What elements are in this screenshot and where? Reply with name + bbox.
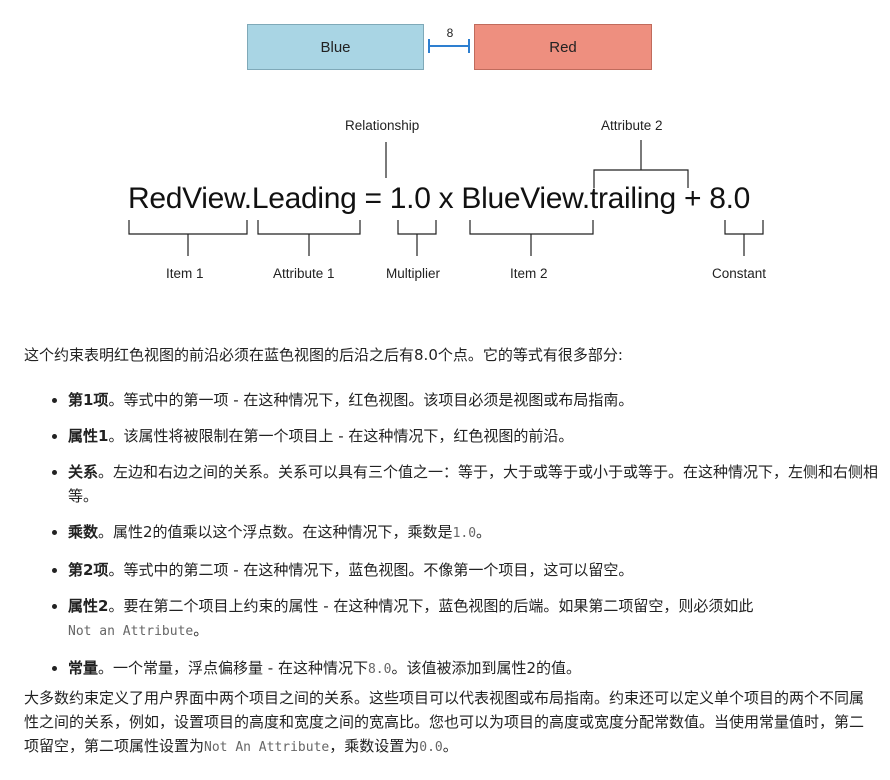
list-item-text: 。等式中的第二项 - 在这种情况下，蓝色视图。不像第一个项目，这可以留空。: [108, 561, 634, 579]
attribute1-label: Attribute 1: [273, 266, 335, 281]
inline-code: Not An Attribute: [204, 740, 330, 755]
red-view-label: Red: [549, 38, 577, 56]
list-item: 属性2。要在第二个项目上约束的属性 - 在这种情况下，蓝色视图的后端。如果第二项…: [24, 594, 880, 644]
inline-code: 1.0: [452, 526, 477, 541]
list-item-text: 。一个常量，浮点偏移量 - 在这种情况下: [98, 659, 368, 677]
intro-paragraph: 这个约束表明红色视图的前沿必须在蓝色视图的后沿之后有8.0个点。它的等式有很多部…: [24, 346, 623, 364]
eq-plus: +: [675, 182, 710, 215]
constant-label: Constant: [712, 266, 767, 281]
equation-parts-list: 第1项。等式中的第一项 - 在这种情况下，红色视图。该项目必须是视图或布局指南。…: [24, 388, 880, 694]
list-item: 第2项。等式中的第二项 - 在这种情况下，蓝色视图。不像第一个项目，这可以留空。: [24, 558, 880, 582]
inline-code: Not an Attribute: [68, 624, 194, 639]
list-item-text: 。左边和右边之间的关系。关系可以具有三个值之一：等于，大于或等于或小于或等于。在…: [68, 463, 879, 505]
eq-attr2: trailing: [589, 182, 676, 215]
list-item: 常量。一个常量，浮点偏移量 - 在这种情况下8.0。该值被添加到属性2的值。: [24, 656, 880, 682]
list-item-text: 。该属性将被限制在第一个项目上 - 在这种情况下，红色视图的前沿。: [108, 427, 574, 445]
equation-text: RedView.Leading = 1.0 x BlueView.trailin…: [128, 182, 750, 216]
eq-dot2: .: [581, 182, 590, 215]
multiplier-label: Multiplier: [386, 266, 441, 281]
list-item-tail: 。: [476, 523, 492, 541]
list-item-tail: 。: [193, 621, 209, 639]
spacing-cap-left: [428, 39, 430, 53]
blue-view-box: Blue: [247, 24, 424, 70]
list-item-term: 第1项: [68, 391, 109, 409]
list-item-term: 第2项: [68, 561, 109, 579]
list-item: 第1项。等式中的第一项 - 在这种情况下，红色视图。该项目必须是视图或布局指南。: [24, 388, 880, 412]
list-item-term: 常量: [68, 659, 99, 677]
outro-paragraph: 大多数约束定义了用户界面中两个项目之间的关系。这些项目可以代表视图或布局指南。约…: [24, 686, 874, 760]
item1-label: Item 1: [166, 266, 204, 281]
eq-times: x: [430, 182, 462, 215]
spacing-line: [429, 45, 469, 47]
outro-text: 大多数约束定义了用户界面中两个项目之间的关系。这些项目可以代表视图或布局指南。约…: [24, 689, 865, 755]
list-item-term: 属性1: [68, 427, 109, 445]
list-item: 乘数。属性2的值乘以这个浮点数。在这种情况下，乘数是1.0。: [24, 520, 880, 546]
eq-dot1: .: [243, 182, 252, 215]
attribute1-bracket: [257, 220, 361, 256]
list-item-term: 乘数: [68, 523, 99, 541]
red-view-box: Red: [474, 24, 652, 70]
list-item: 属性1。该属性将被限制在第一个项目上 - 在这种情况下，红色视图的前沿。: [24, 424, 880, 448]
eq-equals: =: [356, 182, 390, 215]
outro-mid: ，乘数设置为: [329, 737, 420, 755]
list-item-text: 。要在第二个项目上约束的属性 - 在这种情况下，蓝色视图的后端。如果第二项留空，…: [108, 597, 754, 615]
eq-item1: RedView: [128, 182, 244, 215]
item1-bracket: [128, 220, 248, 256]
item2-label: Item 2: [510, 266, 548, 281]
list-item-term: 属性2: [68, 597, 109, 615]
multiplier-bracket: [397, 220, 437, 256]
list-item-text: 。属性2的值乘以这个浮点数。在这种情况下，乘数是: [98, 523, 453, 541]
equation-brackets: [128, 140, 764, 256]
eq-constant: 8.0: [709, 182, 751, 215]
list-item: 关系。左边和右边之间的关系。关系可以具有三个值之一：等于，大于或等于或小于或等于…: [24, 460, 880, 508]
list-item-term: 关系: [68, 463, 99, 481]
constant-bracket: [724, 220, 764, 256]
list-item-tail: 。该值被添加到属性2的值。: [391, 659, 581, 677]
item2-bracket: [469, 220, 594, 256]
blue-view-label: Blue: [320, 38, 351, 56]
attribute2-bracket: [593, 140, 689, 188]
attribute2-label: Attribute 2: [601, 118, 663, 133]
outro-tail: 。: [442, 737, 458, 755]
spacing-cap-right: [468, 39, 470, 53]
eq-item2: BlueView: [461, 182, 582, 215]
spacing-value: 8: [446, 26, 454, 40]
list-item-text: 。等式中的第一项 - 在这种情况下，红色视图。该项目必须是视图或布局指南。: [108, 391, 634, 409]
eq-attr1: Leading: [251, 182, 357, 215]
inline-code: 0.0: [419, 740, 443, 755]
eq-multiplier: 1.0: [389, 182, 431, 215]
inline-code: 8.0: [367, 662, 392, 677]
relationship-label: Relationship: [345, 118, 420, 133]
